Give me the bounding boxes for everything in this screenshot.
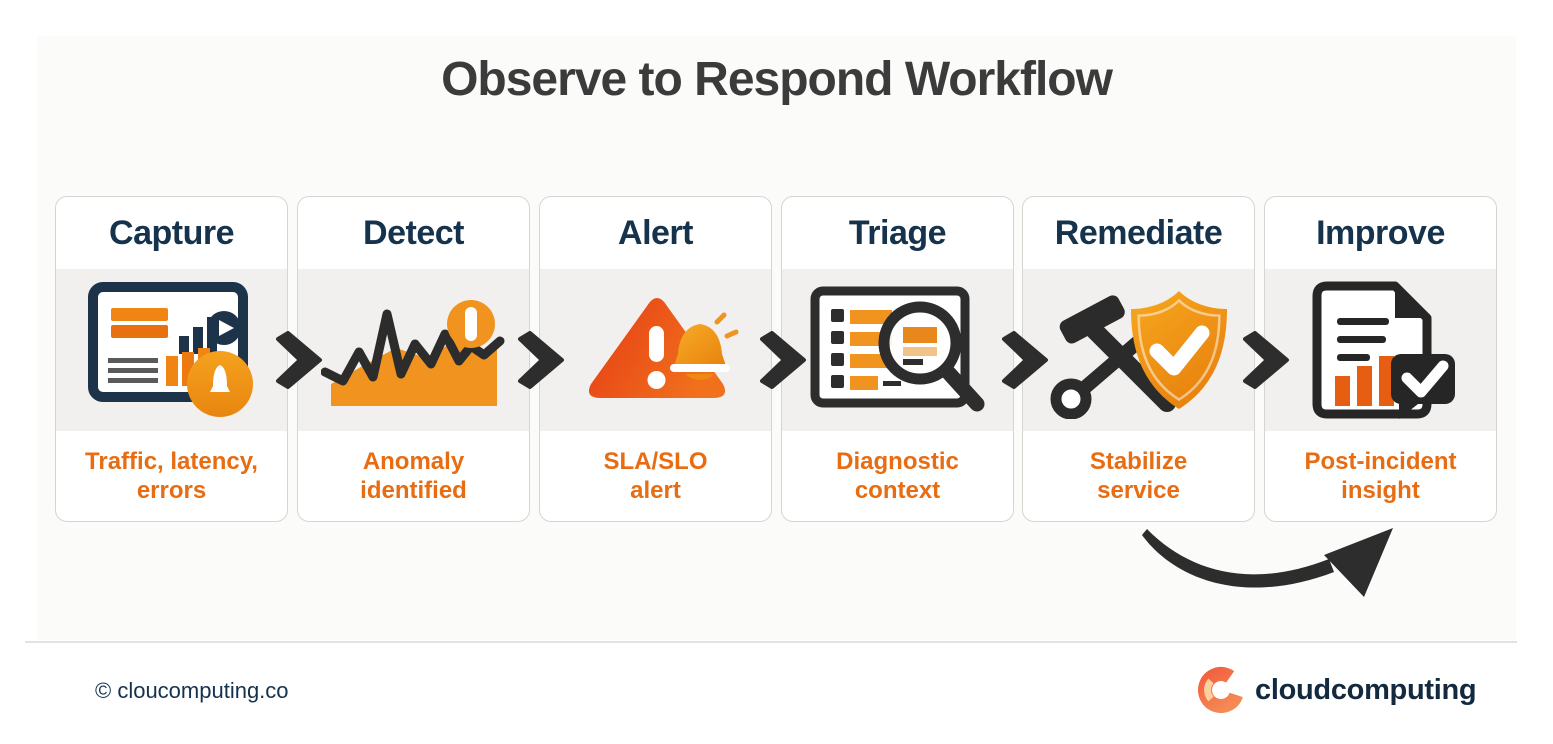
feedback-curve-arrow-icon [1142,528,1393,597]
log-magnifier-icon [810,286,984,411]
icon-band [540,269,771,431]
cloudcomputing-logo-icon [1198,667,1244,713]
step-caption: Diagnostic context [836,448,959,504]
flow-arrow-icon [1002,331,1048,389]
step-caption: Anomaly identified [360,448,467,504]
icon-band [782,269,1013,431]
step-label: Remediate [1054,213,1223,252]
icon-band [56,269,287,431]
tools-shield-check-icon [1050,291,1227,419]
brand-logo: cloudcomputing [1197,666,1477,714]
step-label: Capture [109,213,234,252]
step-card-capture: Capture Traffic, laten [55,196,288,522]
dashboard-metrics-icon [87,282,253,417]
flow-arrow-icon [1243,331,1289,389]
step-caption: Stabilize service [1089,448,1188,504]
step-card-detect: Detect Anomaly identified [297,196,530,522]
flow-arrow-icon [760,331,806,389]
flow-arrow-icon [276,331,322,389]
step-caption: Traffic, latency, errors [85,448,258,504]
step-label: Triage [848,213,947,252]
step-card-remediate: Remediate Stabilize service [1022,196,1255,522]
step-card-triage: Triage Diagnostic context [781,196,1014,522]
step-label: Detect [363,213,464,252]
anomaly-spike-chart-icon [321,300,505,406]
step-card-improve: Improve Post-incident insight [1264,196,1497,522]
copyright-text: © cloucomputing.co [95,678,289,703]
page-title: Observe to Respond Workflow [441,53,1113,106]
icon-band [1265,269,1496,431]
step-label: Alert [618,213,693,252]
report-check-chart-icon [1312,281,1455,419]
step-caption: Post-incident insight [1304,448,1457,504]
footer-divider [25,641,1517,643]
icon-band [298,269,529,431]
flow-arrow-icon [518,331,564,389]
step-caption: SLA/SLO alert [603,448,708,504]
brand-name: cloudcomputing [1255,673,1477,706]
step-card-alert: Alert SLA/SLO alert [539,196,772,522]
step-label: Improve [1316,213,1445,252]
warning-triangle-bell-icon [588,298,738,398]
icon-band [1023,269,1254,431]
